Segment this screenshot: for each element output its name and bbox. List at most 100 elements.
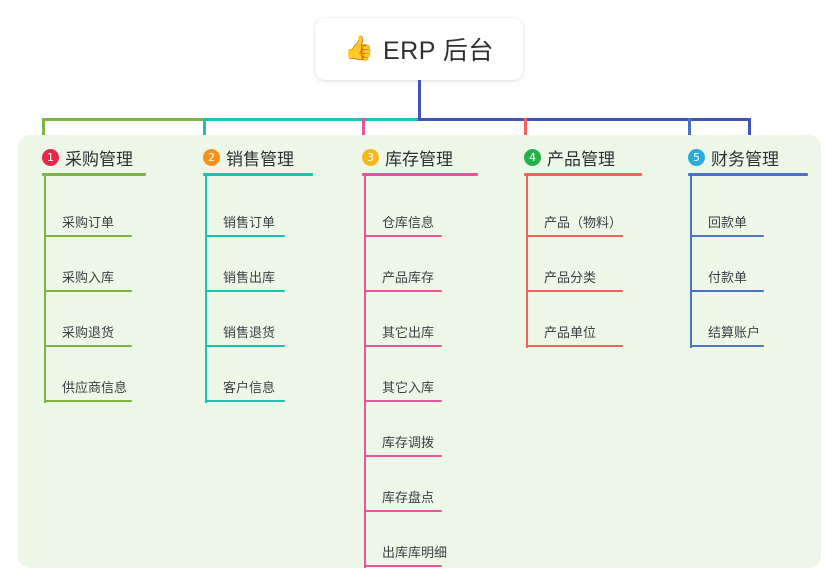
branch-title-2: 销售管理 — [226, 150, 294, 169]
leaf-node-label: 供应商信息 — [62, 380, 128, 395]
branch-header-4[interactable]: 4 产品管理 — [524, 145, 615, 170]
leaf-node-label: 库存盘点 — [382, 490, 435, 505]
leaf-node[interactable]: 客户信息 — [205, 370, 285, 402]
trunk-bar-segment-2 — [204, 118, 418, 121]
branch-stem-2 — [205, 176, 207, 403]
branch-drop-4 — [524, 118, 527, 147]
leaf-node[interactable]: 其它出库 — [364, 315, 442, 347]
leaf-node[interactable]: 销售出库 — [205, 260, 285, 292]
leaf-node-rule — [44, 345, 132, 347]
leaf-node[interactable]: 出库库明细 — [364, 535, 447, 567]
leaf-node-label: 客户信息 — [223, 380, 276, 395]
leaf-node-rule — [526, 345, 623, 347]
leaf-node-rule — [526, 290, 623, 292]
leaf-node[interactable]: 付款单 — [690, 260, 764, 292]
leaf-node-rule — [364, 565, 442, 567]
leaf-node-rule — [205, 290, 285, 292]
leaf-node-label: 产品分类 — [544, 270, 597, 285]
leaf-node[interactable]: 供应商信息 — [44, 370, 132, 402]
leaf-node[interactable]: 采购入库 — [44, 260, 132, 292]
leaf-node-label: 结算账户 — [708, 325, 761, 340]
branch-header-5[interactable]: 5 财务管理 — [688, 145, 779, 170]
leaf-node-rule — [690, 290, 764, 292]
branch-stem-4 — [526, 176, 528, 348]
branch-stem-3 — [364, 176, 366, 568]
root-node-content: 👍 ERP 后台 — [344, 31, 494, 67]
branch-header-rule-1 — [42, 173, 146, 176]
leaf-node[interactable]: 仓库信息 — [364, 205, 442, 237]
root-node[interactable]: 👍 ERP 后台 — [315, 18, 523, 80]
leaf-node[interactable]: 其它入库 — [364, 370, 442, 402]
leaf-node-rule — [364, 455, 442, 457]
leaf-node[interactable]: 产品分类 — [526, 260, 623, 292]
branch-header-rule-4 — [524, 173, 642, 176]
leaf-node-rule — [364, 235, 442, 237]
leaf-node-rule — [690, 235, 764, 237]
leaf-node[interactable]: 销售退货 — [205, 315, 285, 347]
branch-drop-5 — [688, 118, 691, 147]
trunk-bar-segment-1 — [43, 118, 204, 121]
branch-title-1: 采购管理 — [65, 150, 133, 169]
leaf-node[interactable]: 采购退货 — [44, 315, 132, 347]
leaf-node-label: 产品（物料） — [544, 215, 623, 230]
leaf-node-rule — [44, 235, 132, 237]
branch-number-badge-5: 5 — [688, 149, 705, 166]
leaf-node-label: 销售退货 — [223, 325, 276, 340]
branch-header-1[interactable]: 1 采购管理 — [42, 145, 133, 170]
leaf-node[interactable]: 产品（物料） — [526, 205, 623, 237]
branch-number-badge-1: 1 — [42, 149, 59, 166]
leaf-node[interactable]: 销售订单 — [205, 205, 285, 237]
leaf-node-label: 产品库存 — [382, 270, 435, 285]
trunk-bar-segment-3 — [418, 118, 751, 121]
branch-drop-3 — [362, 118, 365, 147]
leaf-node-label: 付款单 — [708, 270, 748, 285]
branch-stem-5 — [690, 176, 692, 348]
branch-header-2[interactable]: 2 销售管理 — [203, 145, 294, 170]
leaf-node-rule — [364, 345, 442, 347]
branch-title-4: 产品管理 — [547, 150, 615, 169]
leaf-node-rule — [205, 345, 285, 347]
branch-header-rule-5 — [688, 173, 808, 176]
leaf-node-label: 采购退货 — [62, 325, 115, 340]
leaf-node-label: 其它出库 — [382, 325, 435, 340]
leaf-node-rule — [364, 400, 442, 402]
leaf-node[interactable]: 回款单 — [690, 205, 764, 237]
trunk-right-elbow — [748, 118, 751, 137]
branch-number-badge-4: 4 — [524, 149, 541, 166]
leaf-node-rule — [364, 510, 442, 512]
page-title: ERP 后台 — [382, 37, 494, 65]
leaf-node-label: 采购订单 — [62, 215, 115, 230]
leaf-node-label: 回款单 — [708, 215, 748, 230]
leaf-node-label: 销售订单 — [223, 215, 276, 230]
branch-drop-2 — [203, 118, 206, 147]
leaf-node-rule — [364, 290, 442, 292]
leaf-node-label: 其它入库 — [382, 380, 435, 395]
branch-title-5: 财务管理 — [711, 150, 779, 169]
trunk-stem — [418, 80, 421, 121]
leaf-node[interactable]: 库存调拨 — [364, 425, 442, 457]
leaf-node[interactable]: 结算账户 — [690, 315, 764, 347]
leaf-node[interactable]: 产品单位 — [526, 315, 623, 347]
branch-header-rule-2 — [203, 173, 313, 176]
branches-panel: 1 采购管理采购订单采购入库采购退货供应商信息 2 销售管理销售订单销售出库销售退货客… — [18, 135, 821, 568]
leaf-node-label: 产品单位 — [544, 325, 597, 340]
thumbs-up-icon: 👍 — [344, 35, 374, 62]
leaf-node-rule — [44, 400, 132, 402]
leaf-node[interactable]: 采购订单 — [44, 205, 132, 237]
leaf-node-rule — [205, 400, 285, 402]
leaf-node-label: 出库库明细 — [382, 545, 448, 560]
leaf-node[interactable]: 产品库存 — [364, 260, 442, 292]
trunk-left-elbow — [42, 118, 45, 137]
branch-number-badge-2: 2 — [203, 149, 220, 166]
leaf-node-label: 库存调拨 — [382, 435, 435, 450]
leaf-node-label: 销售出库 — [223, 270, 276, 285]
leaf-node[interactable]: 库存盘点 — [364, 480, 442, 512]
leaf-node-rule — [205, 235, 285, 237]
branch-stem-1 — [44, 176, 46, 403]
leaf-node-label: 仓库信息 — [382, 215, 435, 230]
leaf-node-rule — [690, 345, 764, 347]
leaf-node-rule — [44, 290, 132, 292]
branch-title-3: 库存管理 — [385, 150, 453, 169]
